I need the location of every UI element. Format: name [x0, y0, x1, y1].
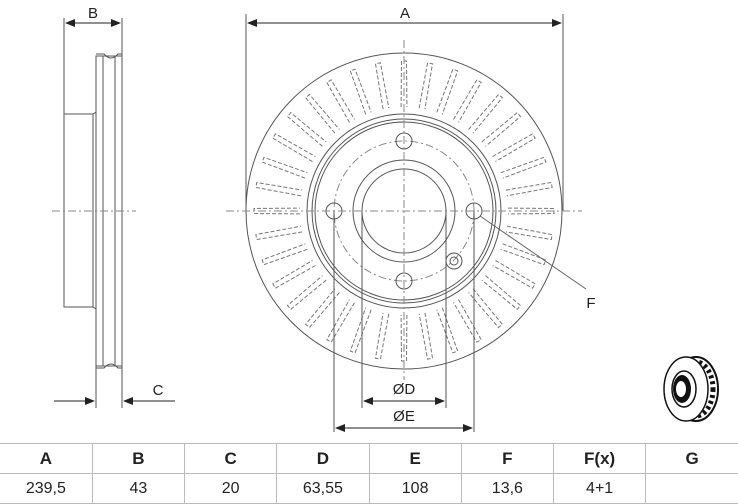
value-a: 239,5	[0, 473, 93, 504]
header-c: C	[183, 443, 278, 474]
technical-drawing: B C	[52, 5, 596, 432]
header-e: E	[368, 443, 462, 474]
value-g	[645, 473, 738, 504]
brake-disc-icon	[663, 356, 719, 422]
label-f: F	[586, 295, 595, 312]
value-f: 13,6	[460, 473, 555, 504]
label-a: A	[400, 5, 410, 22]
header-f: F	[460, 443, 555, 474]
table-header-row: A B C D E F F(x) G	[0, 443, 738, 474]
front-view	[245, 14, 587, 432]
label-e: ØE	[393, 408, 415, 425]
header-g: G	[645, 443, 738, 474]
label-d: ØD	[393, 381, 416, 398]
header-a: A	[0, 443, 93, 474]
header-fx: F(x)	[552, 443, 647, 474]
spec-table: A B C D E F F(x) G 239,5 43 20 63,55 108…	[0, 443, 738, 504]
value-e: 108	[368, 473, 462, 504]
side-view	[63, 18, 123, 408]
value-c: 20	[183, 473, 278, 504]
header-d: D	[276, 443, 370, 474]
header-b: B	[91, 443, 186, 474]
bolt-hole	[395, 272, 413, 290]
label-b: B	[88, 5, 98, 22]
table-row: 239,5 43 20 63,55 108 13,6 4+1	[0, 473, 738, 504]
value-d: 63,55	[276, 473, 370, 504]
locating-hole	[445, 252, 463, 270]
label-c: C	[153, 382, 164, 399]
value-fx: 4+1	[552, 473, 647, 504]
value-b: 43	[91, 473, 186, 504]
